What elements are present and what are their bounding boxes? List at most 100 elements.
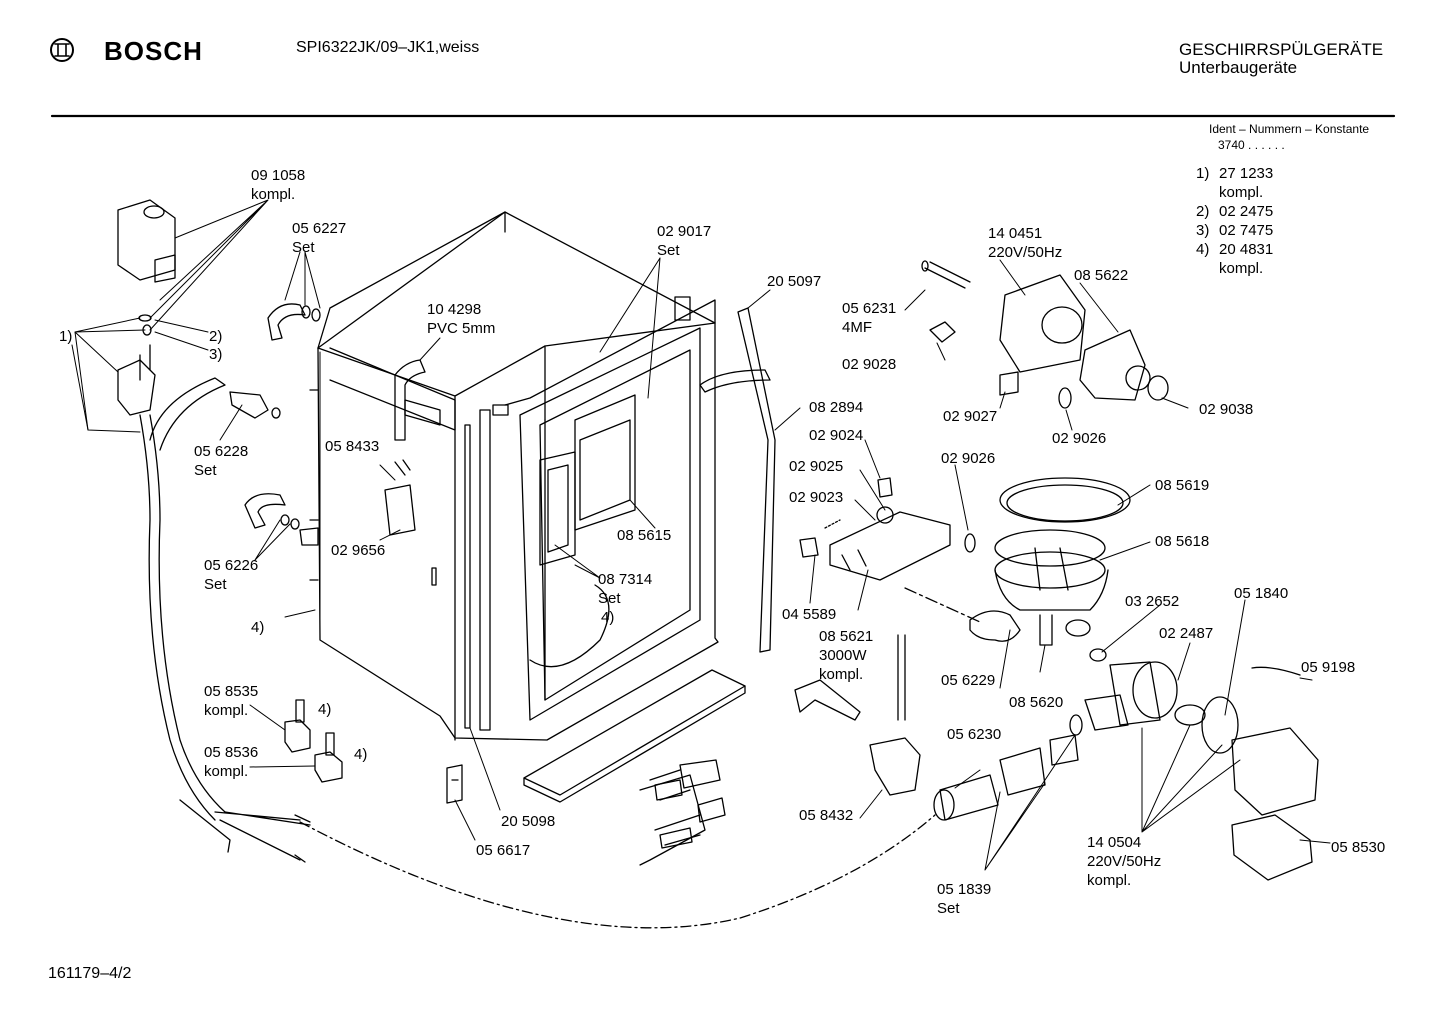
part-number: 05 1840 bbox=[1234, 585, 1289, 602]
ident-value: 3740 . . . . . . bbox=[1218, 138, 1285, 152]
part-number: 02 9026 bbox=[1052, 430, 1107, 447]
base-rail bbox=[523, 669, 746, 803]
marker: 3) bbox=[209, 346, 223, 363]
part-number: 14 0504 bbox=[1087, 834, 1142, 851]
part-note: Set bbox=[292, 239, 315, 256]
marker: 4) bbox=[601, 609, 615, 626]
part-note: 4MF bbox=[842, 319, 872, 336]
part-number: 08 7314 bbox=[598, 571, 653, 588]
part-note: Set bbox=[194, 462, 217, 479]
part-number: 08 5615 bbox=[617, 527, 672, 544]
part-number: 08 5622 bbox=[1074, 267, 1129, 284]
hose-connectors bbox=[229, 303, 321, 546]
product-category: GESCHIRRSPÜLGERÄTE bbox=[1179, 40, 1384, 59]
legend-extra: kompl. bbox=[1219, 184, 1264, 201]
legend-value: 02 2475 bbox=[1219, 203, 1274, 220]
drain-hose bbox=[139, 377, 936, 929]
part-note: Set bbox=[598, 590, 621, 607]
marker: 1) bbox=[59, 328, 73, 345]
part-number: 05 6617 bbox=[476, 842, 531, 859]
part-number: 05 8535 bbox=[204, 683, 259, 700]
legend-value: 20 4831 bbox=[1219, 241, 1274, 258]
legend-key: 4) bbox=[1196, 241, 1210, 258]
part-number: 05 6226 bbox=[204, 557, 259, 574]
wiring-harness bbox=[639, 759, 726, 866]
marker: 4) bbox=[318, 701, 332, 718]
part-number: 08 5621 bbox=[819, 628, 874, 645]
part-note: Set bbox=[937, 900, 960, 917]
part-number: 05 8433 bbox=[325, 438, 380, 455]
part-number: 02 9025 bbox=[789, 458, 844, 475]
part-note: kompl. bbox=[819, 666, 864, 683]
part-number: 08 5620 bbox=[1009, 694, 1064, 711]
part-number: 02 9027 bbox=[943, 408, 998, 425]
part-number: 05 1839 bbox=[937, 881, 992, 898]
marker: 4) bbox=[251, 619, 265, 636]
part-number: 05 6230 bbox=[947, 726, 1002, 743]
marker: 2) bbox=[209, 328, 223, 345]
part-note: Set bbox=[204, 576, 227, 593]
part-note: 3000W bbox=[819, 647, 867, 664]
part-number: 05 8530 bbox=[1331, 839, 1386, 856]
bosch-logo-icon bbox=[50, 38, 74, 62]
part-note: 220V/50Hz bbox=[1087, 853, 1162, 870]
part-number: 03 2652 bbox=[1125, 593, 1180, 610]
part-note: kompl. bbox=[251, 186, 296, 203]
part-number: 05 8432 bbox=[799, 807, 854, 824]
part-number: 20 5097 bbox=[767, 273, 822, 290]
brand-name: BOSCH bbox=[104, 36, 203, 66]
part-note: PVC 5mm bbox=[427, 320, 496, 337]
leader-lines bbox=[71, 199, 1331, 871]
document-number: 161179–4/2 bbox=[48, 965, 132, 982]
part-number: 02 2487 bbox=[1159, 625, 1214, 642]
part-number: 08 5619 bbox=[1155, 477, 1210, 494]
part-number: 02 9656 bbox=[331, 542, 386, 559]
ident-title: Ident – Nummern – Konstante bbox=[1209, 122, 1370, 136]
part-number: 08 2894 bbox=[809, 399, 864, 416]
legend-extra: kompl. bbox=[1219, 260, 1264, 277]
part-number: 02 9038 bbox=[1199, 401, 1254, 418]
pvc-hose-and-capacitor bbox=[384, 359, 426, 536]
part-note: 220V/50Hz bbox=[988, 244, 1063, 261]
model-number: SPI6322JK/09–JK1,weiss bbox=[296, 39, 480, 56]
part-number: 02 9017 bbox=[657, 223, 712, 240]
part-number: 09 1058 bbox=[251, 167, 306, 184]
part-number: 05 6231 bbox=[842, 300, 897, 317]
part-number: 05 6228 bbox=[194, 443, 249, 460]
part-number: 02 9024 bbox=[809, 427, 864, 444]
part-number: 05 6227 bbox=[292, 220, 347, 237]
door-seal-strip bbox=[699, 307, 776, 653]
part-number: 02 9028 bbox=[842, 356, 897, 373]
legend-value: 27 1233 bbox=[1219, 165, 1274, 182]
part-number: 20 5098 bbox=[501, 813, 556, 830]
part-number: 10 4298 bbox=[427, 301, 482, 318]
part-number: 02 9023 bbox=[789, 489, 844, 506]
part-number: 05 8536 bbox=[204, 744, 259, 761]
dishwasher-tub-frame bbox=[309, 211, 719, 741]
assembly-axis bbox=[904, 587, 981, 623]
part-number: 05 6229 bbox=[941, 672, 996, 689]
drain-pump-assembly bbox=[933, 661, 1319, 881]
heater-element bbox=[794, 477, 951, 796]
legend-key: 3) bbox=[1196, 222, 1210, 239]
part-note: kompl. bbox=[204, 702, 249, 719]
part-note: kompl. bbox=[204, 763, 249, 780]
elbow-hose bbox=[969, 610, 1021, 642]
part-number: 08 5618 bbox=[1155, 533, 1210, 550]
water-valve-assembly bbox=[117, 199, 176, 416]
part-number: 05 9198 bbox=[1301, 659, 1356, 676]
legend-value: 02 7475 bbox=[1219, 222, 1274, 239]
sump-assembly bbox=[994, 477, 1131, 662]
clip-part bbox=[446, 764, 463, 804]
product-subcategory: Unterbaugeräte bbox=[1179, 58, 1298, 77]
part-number: 14 0451 bbox=[988, 225, 1043, 242]
part-note: Set bbox=[657, 242, 680, 259]
legend-key: 2) bbox=[1196, 203, 1210, 220]
circulation-pump bbox=[921, 260, 1169, 553]
marker: 4) bbox=[354, 746, 368, 763]
part-number: 04 5589 bbox=[782, 606, 837, 623]
legend-key: 1) bbox=[1196, 165, 1210, 182]
part-note: kompl. bbox=[1087, 872, 1132, 889]
part-number: 02 9026 bbox=[941, 450, 996, 467]
